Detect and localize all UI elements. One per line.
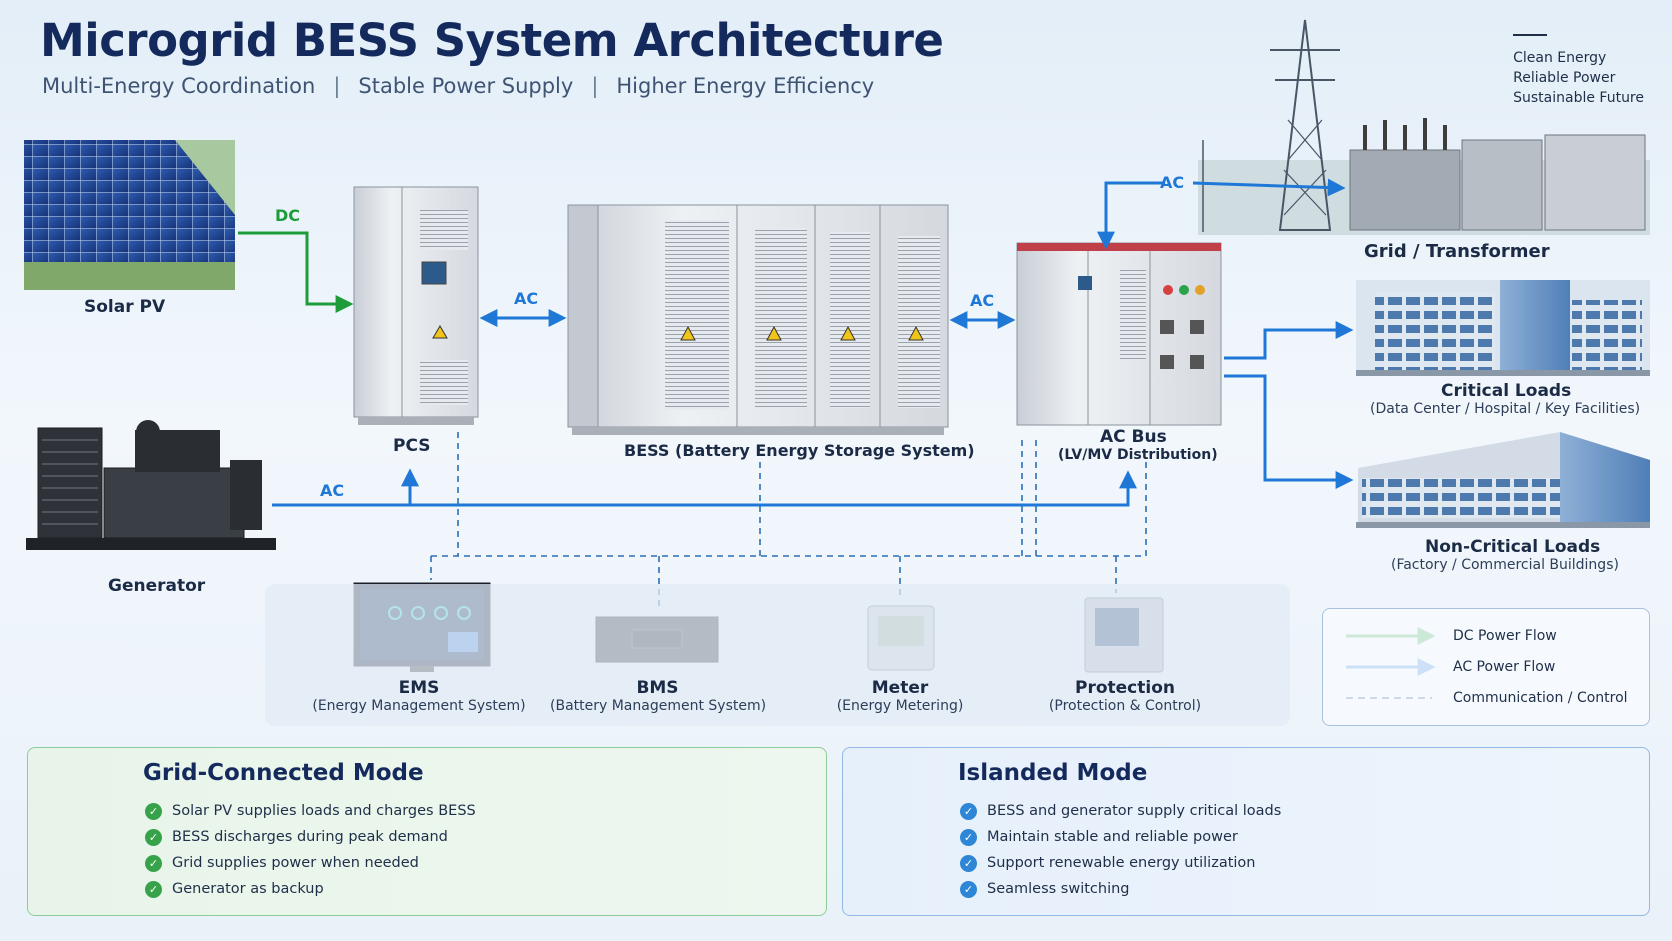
generator-icon [26,420,276,550]
bms-name: BMS [636,678,679,698]
meter-name: Meter [871,678,929,698]
list-item: ✓ Support renewable energy utilization [960,850,1281,876]
check-icon: ✓ [145,802,162,820]
meter-desc: (Energy Metering) [836,698,964,714]
tagline-line: Clean Energy [1513,50,1607,66]
bess-cabinets-icon [567,204,949,435]
subtitle-separator: | [333,74,341,98]
list-item-text: Grid supplies power when needed [172,855,419,871]
grid-connected-mode-card: Grid-Connected Mode ✓ Solar PV supplies l… [27,747,827,916]
list-item: ✓ Seamless switching [960,876,1281,902]
list-item-text: Maintain stable and reliable power [987,829,1238,845]
subtitle-item: Higher Energy Efficiency [616,74,875,98]
tagline-line: Reliable Power [1513,70,1616,86]
pcs-label: PCS [393,436,431,456]
ems-desc: (Energy Management System) [312,698,526,714]
legend-dc-label: DC Power Flow [1453,628,1557,644]
grid-transformer-icon [1198,19,1650,235]
bess-label: BESS (Battery Energy Storage System) [624,441,975,460]
protection-name: Protection [1075,678,1175,698]
list-item-text: BESS discharges during peak demand [172,829,448,845]
protection-desc: (Protection & Control) [1048,698,1202,714]
ac-flow-generator-bus [272,470,1137,507]
tagline-line: Sustainable Future [1513,90,1644,106]
ac-bus-sublabel: (LV/MV Distribution) [1058,447,1218,463]
check-icon: ✓ [960,802,977,820]
tagline-divider [1513,34,1548,36]
list-item-text: Generator as backup [172,881,324,897]
page-title: Microgrid BESS System Architecture [40,14,944,67]
dc-flow-label: DC [275,206,301,225]
solar-pv-icon [24,140,235,290]
critical-loads-building-icon [1356,280,1650,376]
ac-bus-switchgear-icon [1016,242,1222,426]
ac-flow-label-bess-acbus: AC [970,291,995,310]
non-critical-loads-building-icon [1356,432,1650,528]
ac-flow-label-pcs-bess: AC [514,289,539,308]
bms-device: BMS (Battery Management System) [550,678,767,714]
subtitle-separator: | [591,74,599,98]
list-item: ✓ Grid supplies power when needed [145,850,476,876]
list-item-text: Support renewable energy utilization [987,855,1256,871]
ems-name: EMS [398,678,440,698]
pcs-cabinet-icon [353,186,479,425]
tagline: Clean Energy Reliable Power Sustainable … [1513,34,1644,108]
ac-bus-label: AC Bus [1100,427,1167,447]
grid-mode-list: ✓ Solar PV supplies loads and charges BES… [145,798,476,902]
check-icon: ✓ [960,828,977,846]
bms-desc: (Battery Management System) [550,698,767,714]
protection-device: Protection (Protection & Control) [1040,678,1210,714]
check-icon: ✓ [960,854,977,872]
check-icon: ✓ [145,828,162,846]
ac-flow-acbus-critical [1224,321,1354,360]
critical-loads-label: Critical Loads [1441,381,1572,401]
dc-flow-solar-to-pcs [238,231,354,313]
island-mode-title: Islanded Mode [958,760,1148,786]
list-item-text: Solar PV supplies loads and charges BESS [172,803,476,819]
subtitle-item: Stable Power Supply [358,74,574,98]
grid-transformer-label: Grid / Transformer [1364,241,1550,262]
list-item: ✓ BESS discharges during peak demand [145,824,476,850]
ac-flow-label-generator: AC [320,481,345,500]
islanded-mode-card: Islanded Mode ✓ BESS and generator supply… [842,747,1650,916]
page-subtitle: Multi-Energy Coordination | Stable Power S… [42,74,874,98]
generator-label: Generator [108,576,206,596]
non-critical-loads-label: Non-Critical Loads [1425,537,1601,557]
solar-pv-label: Solar PV [84,297,166,317]
ac-flow-acbus-noncritical [1224,374,1354,489]
legend: DC Power Flow AC Power Flow Communicatio… [1322,608,1650,726]
ac-flow-label-grid: AC [1160,173,1185,192]
list-item: ✓ Solar PV supplies loads and charges BES… [145,798,476,824]
meter-device: Meter (Energy Metering) [820,678,980,714]
check-icon: ✓ [145,880,162,898]
legend-comm-label: Communication / Control [1453,690,1628,706]
check-icon: ✓ [960,880,977,898]
list-item: ✓ BESS and generator supply critical load… [960,798,1281,824]
list-item-text: Seamless switching [987,881,1130,897]
list-item-text: BESS and generator supply critical loads [987,803,1282,819]
island-mode-list: ✓ BESS and generator supply critical load… [960,798,1281,902]
non-critical-loads-sublabel: (Factory / Commercial Buildings) [1391,557,1619,573]
ac-flow-to-grid [1192,178,1346,197]
grid-mode-title: Grid-Connected Mode [143,760,424,786]
control-system-panel [265,584,1290,726]
critical-loads-sublabel: (Data Center / Hospital / Key Facilities… [1370,401,1641,417]
check-icon: ✓ [145,854,162,872]
ems-device: EMS (Energy Management System) [305,678,533,714]
subtitle-item: Multi-Energy Coordination [42,74,316,98]
communication-lines [430,432,1147,610]
list-item: ✓ Generator as backup [145,876,476,902]
list-item: ✓ Maintain stable and reliable power [960,824,1281,850]
legend-ac-label: AC Power Flow [1453,659,1556,675]
ac-flow-grid-to-acbus [1097,181,1165,250]
